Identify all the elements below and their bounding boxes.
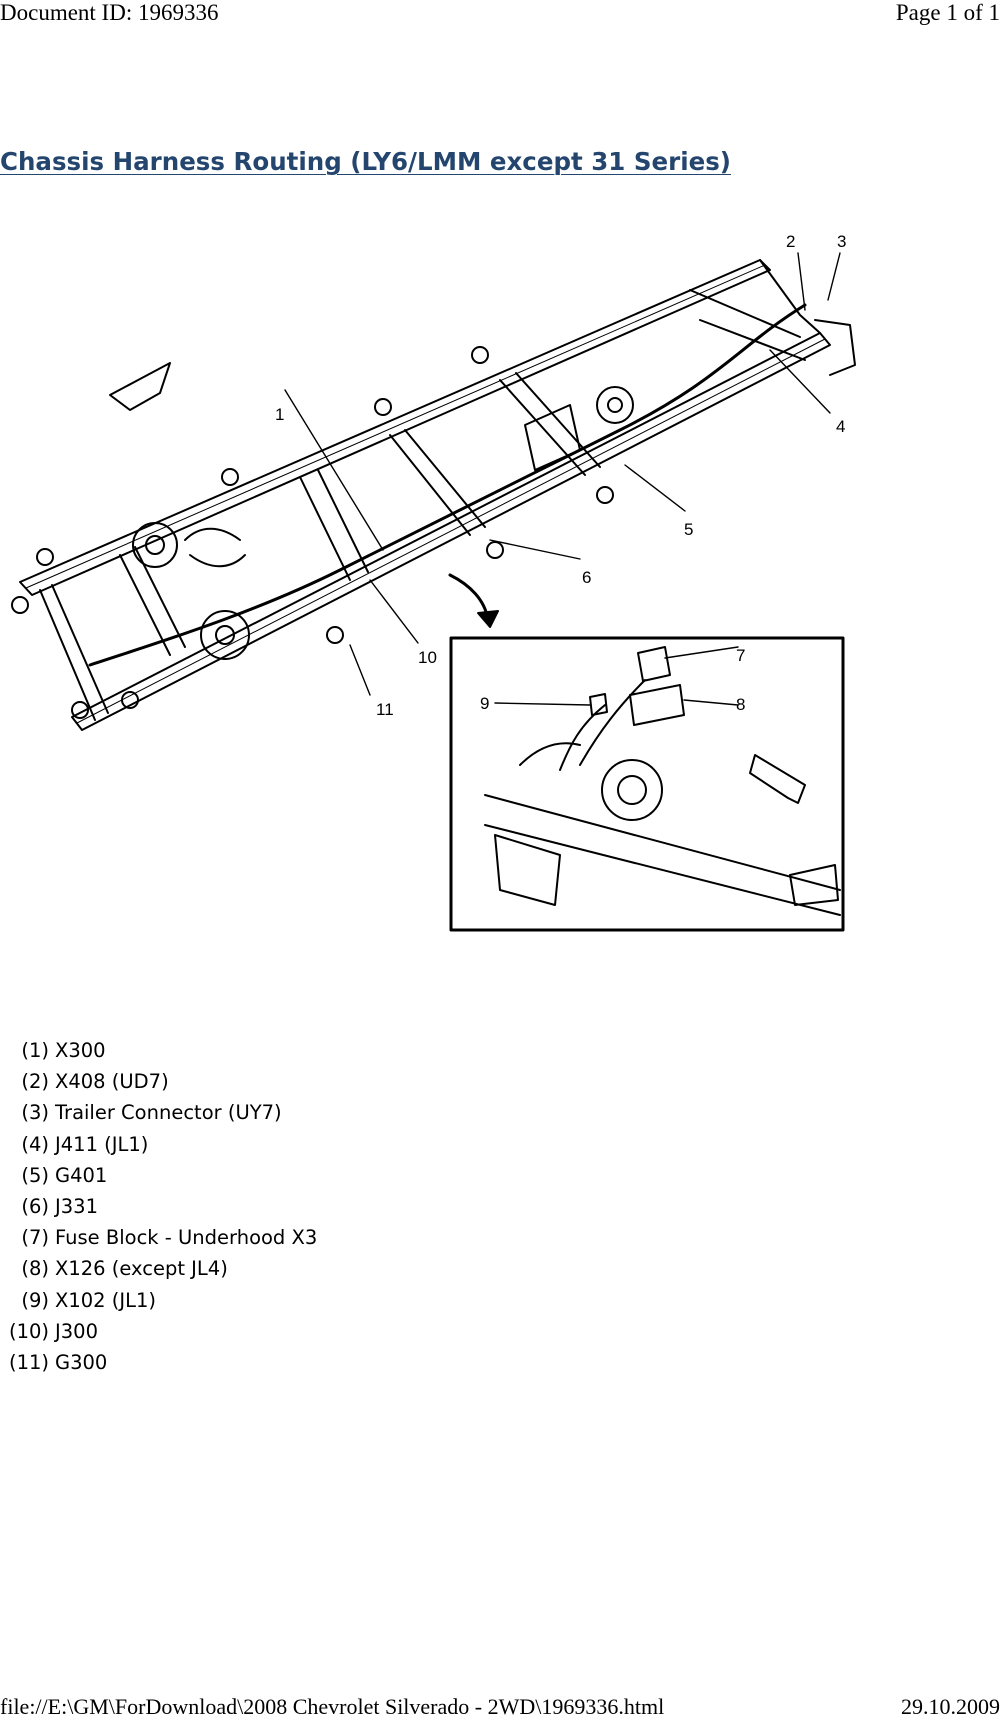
legend-item: (2)X408 (UD7) [5, 1066, 317, 1097]
harness-route [88, 303, 807, 667]
legend-text: J411 (JL1) [55, 1132, 149, 1156]
legend-item: (6)J331 [5, 1191, 317, 1222]
connector-x126 [629, 684, 685, 726]
fuse-block [637, 646, 671, 682]
legend-item: (4)J411 (JL1) [5, 1129, 317, 1160]
chassis-harness-illustration: 1 2 3 4 5 6 7 8 9 10 11 [0, 225, 1000, 1005]
legend-item: (5)G401 [5, 1160, 317, 1191]
footer-file-path: file://E:\GM\ForDownload\2008 Chevrolet … [0, 1694, 665, 1719]
callout-4: 4 [836, 417, 845, 436]
legend-number: (1) [21, 1039, 49, 1062]
legend-number: (4) [21, 1132, 49, 1156]
footer-date: 29.10.2009 [901, 1694, 1000, 1719]
legend-text: G401 [55, 1163, 108, 1187]
legend-text: X300 [55, 1039, 106, 1062]
front-suspension [200, 610, 250, 660]
frame-rail-upper [19, 259, 771, 596]
legend-number: (11) [8, 1350, 49, 1374]
crossmember [499, 372, 601, 476]
legend-text: Trailer Connector (UY7) [55, 1101, 282, 1125]
connector-x102 [589, 693, 608, 716]
inset-direction-arrow [749, 754, 806, 804]
crossmember [119, 546, 186, 656]
callout-5: 5 [684, 520, 693, 539]
legend-text: X126 (except JL4) [55, 1257, 228, 1281]
callout-9: 9 [480, 694, 489, 713]
callout-8: 8 [736, 695, 745, 714]
page-number: Page 1 of 1 [895, 0, 1000, 25]
crossmember [689, 289, 806, 361]
legend-number: (9) [21, 1288, 49, 1312]
legend-number: (8) [21, 1257, 49, 1281]
legend-item: (8)X126 (except JL4) [5, 1253, 317, 1284]
frame-rail-lower [71, 332, 831, 731]
front-suspension [132, 522, 178, 568]
legend-number: (5) [21, 1163, 49, 1187]
rear-differential [596, 386, 634, 424]
crossmember [389, 429, 486, 536]
callout-7: 7 [736, 646, 745, 665]
legend-text: Fuse Block - Underhood X3 [55, 1226, 318, 1250]
callout-10: 10 [418, 648, 437, 667]
crossmember [299, 469, 369, 581]
legend-text: G300 [55, 1350, 108, 1374]
legend-number: (2) [21, 1070, 49, 1094]
callout-11: 11 [376, 700, 394, 719]
page-title[interactable]: Chassis Harness Routing (LY6/LMM except … [0, 147, 731, 176]
callout-2: 2 [786, 232, 795, 251]
legend-item: (9)X102 (JL1) [5, 1285, 317, 1316]
legend-item: (3)Trailer Connector (UY7) [5, 1097, 317, 1128]
legend-item: (10)J300 [5, 1316, 317, 1347]
callout-3: 3 [837, 232, 846, 251]
legend-item: (11)G300 [5, 1347, 317, 1378]
legend-item: (7)Fuse Block - Underhood X3 [5, 1222, 317, 1253]
legend-text: X102 (JL1) [55, 1288, 157, 1312]
callout-1: 1 [275, 405, 284, 424]
forward-direction-arrow [109, 362, 171, 411]
callout-6: 6 [582, 568, 591, 587]
document-id: Document ID: 1969336 [0, 0, 219, 25]
detail-inset [449, 636, 845, 932]
legend-number: (6) [21, 1194, 49, 1218]
legend-number: (10) [8, 1319, 49, 1343]
legend-number: (7) [21, 1226, 49, 1250]
legend-item: (1) X300 [5, 1035, 317, 1066]
legend-text: J300 [55, 1319, 98, 1343]
legend-text: X408 (UD7) [55, 1070, 169, 1094]
component-legend: (1) X300 (2)X408 (UD7) (3)Trailer Connect… [5, 1035, 317, 1378]
crossmember [39, 584, 109, 721]
legend-number: (3) [21, 1101, 49, 1125]
legend-text: J331 [55, 1194, 98, 1218]
